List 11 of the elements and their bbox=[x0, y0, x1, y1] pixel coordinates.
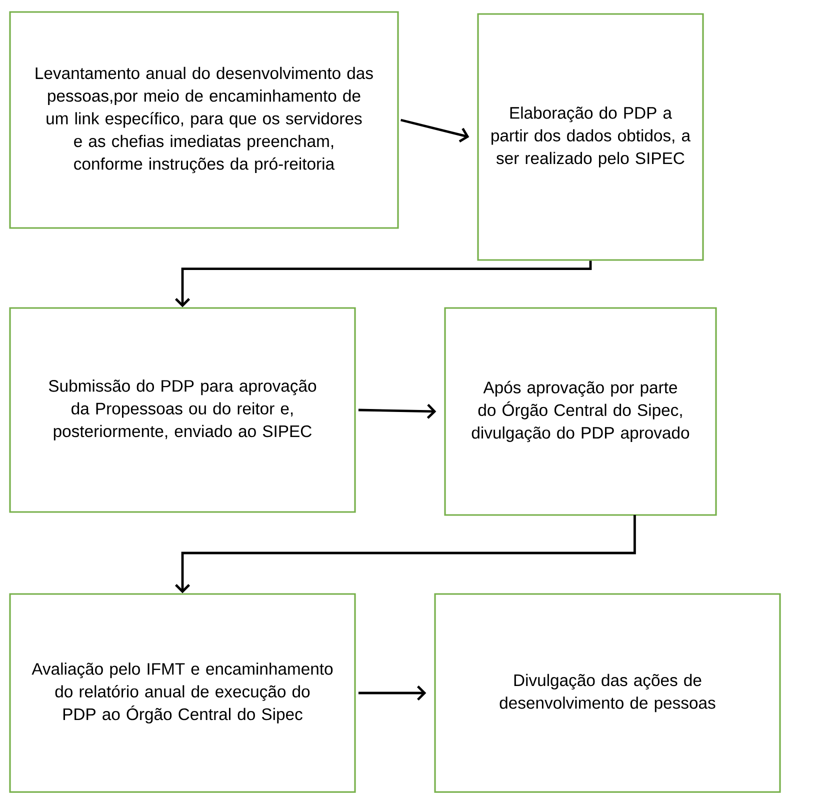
process-box: Submissão do PDP para aprovação da Propessoas ou do reitor e, posteriormente, enviado ao SIPEC bbox=[9, 307, 356, 513]
arrow bbox=[400, 118, 470, 142]
arrow bbox=[174, 515, 636, 594]
process-box: Avaliação pelo IFMT e encaminhamento do relatório anual de execução do PDP ao Órgão Central do Sipec bbox=[9, 593, 356, 793]
arrow bbox=[358, 404, 436, 419]
process-box: Divulgação das ações de desenvolvimento de pessoas bbox=[434, 593, 781, 793]
arrow bbox=[358, 686, 426, 701]
process-box: Após aprovação por parte do Órgão Central do Sipec, divulgação do PDP aprovado bbox=[444, 307, 717, 516]
process-box: Elaboração do PDP a partir dos dados obtidos, a ser realizado pelo SIPEC bbox=[477, 13, 704, 261]
arrow bbox=[174, 260, 592, 308]
process-box: Levantamento anual do desenvolvimento das pessoas,por meio de encaminhamento de um link específico, para que os servidores e as chefias imediatas preencham, conforme instruções da pró-reitoria bbox=[9, 11, 399, 229]
